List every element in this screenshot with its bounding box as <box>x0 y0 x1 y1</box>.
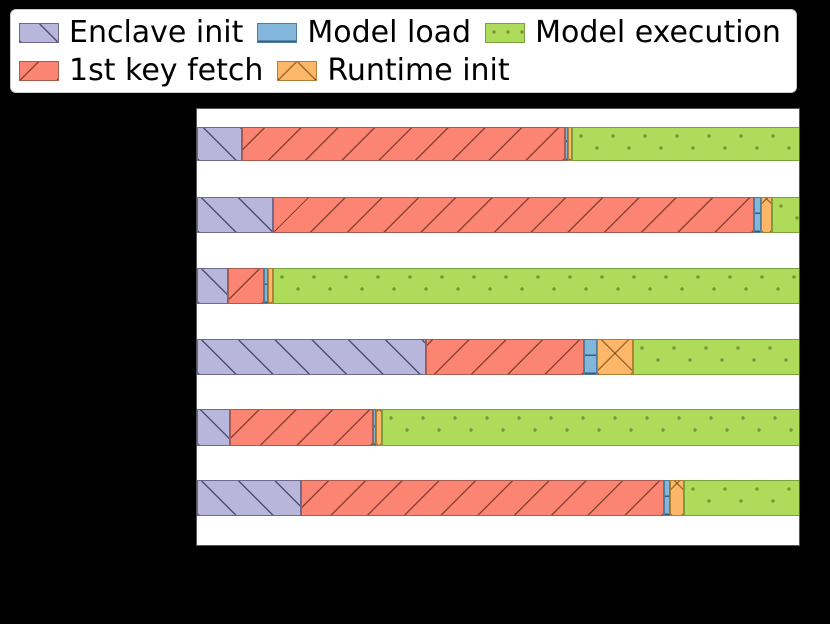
legend-entry[interactable]: Enclave init <box>19 18 243 48</box>
segment-enclave-init <box>197 197 273 233</box>
segment-1st-key-fetch <box>230 409 373 446</box>
model-execution-swatch <box>485 23 526 43</box>
segment-model-execution <box>572 127 799 161</box>
segment-enclave-init <box>197 409 230 446</box>
segment-runtime-init <box>568 127 572 161</box>
segment-model-load <box>373 409 376 446</box>
chart-legend: Enclave init Model load Model execution 1s… <box>10 9 797 93</box>
bar-1 <box>197 127 799 161</box>
segment-model-load <box>664 480 670 516</box>
segment-model-execution <box>633 339 799 375</box>
segment-model-load <box>565 127 568 161</box>
plot-area <box>196 108 800 546</box>
segment-model-load <box>584 339 597 375</box>
bar-3 <box>197 268 799 304</box>
legend-row-2: 1st key fetch Runtime init <box>19 52 788 90</box>
segment-1st-key-fetch <box>273 197 754 233</box>
legend-entry[interactable]: Runtime init <box>277 53 510 88</box>
segment-model-execution <box>273 268 799 304</box>
segment-model-execution <box>382 409 799 446</box>
segment-runtime-init <box>376 409 382 446</box>
segment-enclave-init <box>197 127 242 161</box>
segment-model-execution <box>684 480 799 516</box>
segment-enclave-init <box>197 339 426 375</box>
bar-2 <box>197 197 799 233</box>
segment-runtime-init <box>670 480 684 516</box>
segment-runtime-init <box>268 268 273 304</box>
segment-model-execution <box>772 197 799 233</box>
segment-1st-key-fetch <box>242 127 565 161</box>
bar-6 <box>197 480 799 516</box>
segment-runtime-init <box>761 197 772 233</box>
legend-label: 1st key fetch <box>69 53 264 88</box>
segment-1st-key-fetch <box>228 268 264 304</box>
runtime-init-swatch <box>277 61 318 81</box>
segment-model-load <box>754 197 761 233</box>
segment-1st-key-fetch <box>426 339 584 375</box>
first-key-fetch-swatch <box>19 61 59 81</box>
legend-label: Enclave init <box>69 15 244 50</box>
legend-label: Model execution <box>535 15 781 50</box>
segment-model-load <box>264 268 268 304</box>
segment-1st-key-fetch <box>301 480 664 516</box>
legend-label: Runtime init <box>327 53 510 88</box>
legend-entry[interactable]: Model execution <box>485 18 781 48</box>
enclave-init-swatch <box>19 23 59 43</box>
stacked-bars-layer <box>197 109 799 545</box>
legend-entry[interactable]: Model load <box>257 18 471 48</box>
bar-5 <box>197 409 799 446</box>
legend-row-1: Enclave init Model load Model execution <box>19 14 788 52</box>
legend-entry[interactable]: 1st key fetch <box>19 56 263 86</box>
segment-runtime-init <box>597 339 633 375</box>
bar-4 <box>197 339 799 375</box>
legend-label: Model load <box>307 15 472 50</box>
segment-enclave-init <box>197 480 301 516</box>
model-load-swatch <box>257 23 298 43</box>
segment-enclave-init <box>197 268 228 304</box>
